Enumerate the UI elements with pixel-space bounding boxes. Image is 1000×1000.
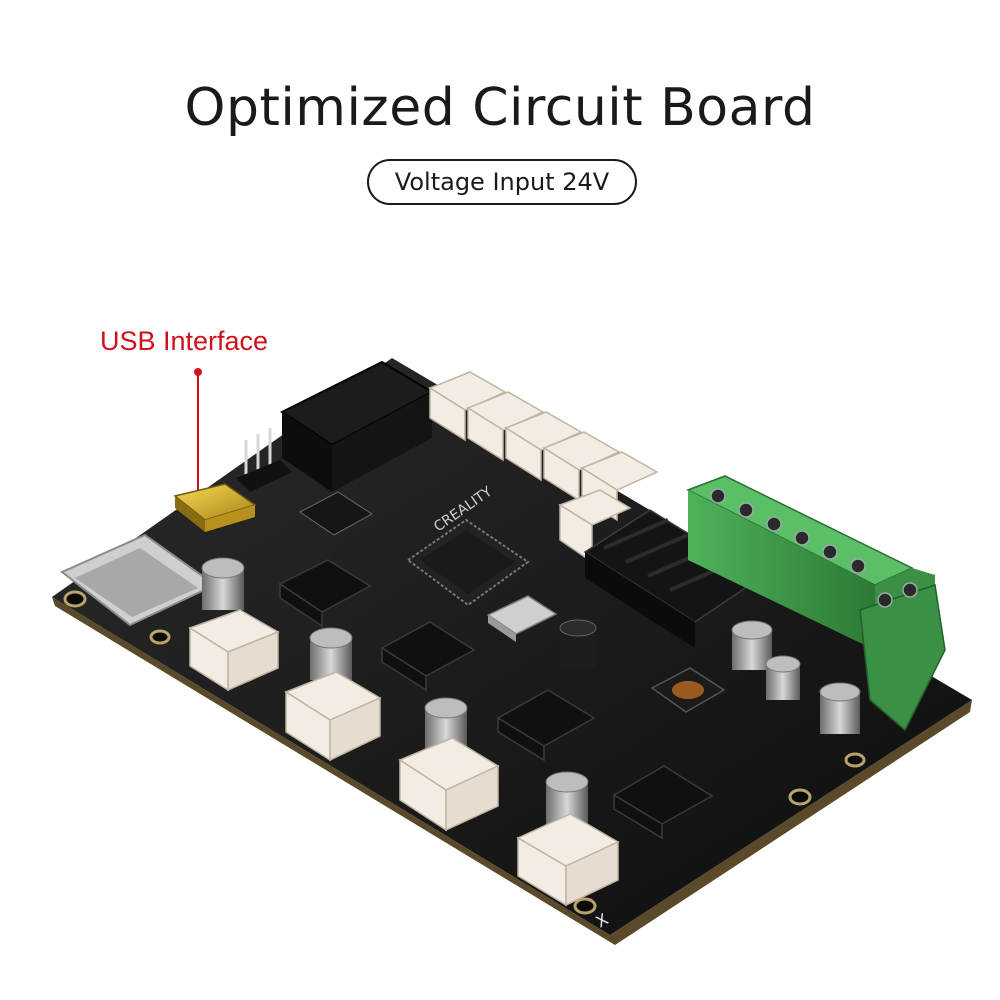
capacitors [201,557,861,824]
crystal-oscillator [486,595,558,642]
usb-callout-label: USB Interface [100,326,269,356]
pcb-edge [52,597,972,945]
inductor [650,667,726,713]
small-ic [299,491,373,536]
mosfet-heatsink [583,509,762,648]
idc-header [280,360,435,492]
stepper-motor-connectors [188,609,620,907]
mcu-chip [406,518,530,607]
voltage-badge: Voltage Input 24V [367,159,637,205]
usb-connector [173,483,257,532]
top-connectors [428,371,659,564]
pcb-board [52,358,972,935]
power-terminal-block [686,475,946,732]
page-title: Optimized Circuit Board [184,78,816,138]
voltage-badge-label: Voltage Input 24V [394,168,610,196]
mounting-holes [63,590,866,915]
stepper-heatsinks [278,559,714,840]
